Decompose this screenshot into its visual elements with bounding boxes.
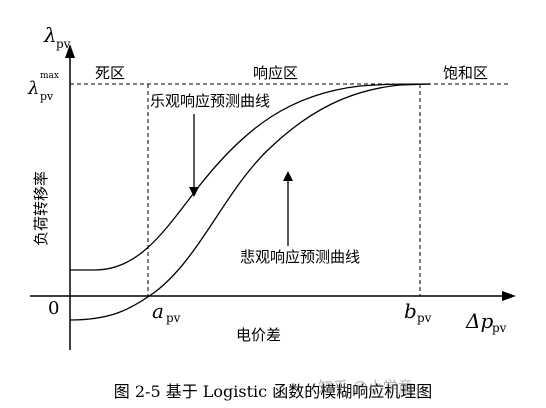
zone-response-label: 响应区: [253, 64, 298, 82]
y-axis-title: 负荷转移率: [32, 171, 50, 246]
x-axis-title: 电价差: [236, 326, 281, 344]
pessimistic-curve: [69, 83, 431, 321]
x-axis-arrow: [502, 291, 516, 301]
optimistic-curve-label: 乐观响应预测曲线: [150, 92, 270, 110]
x-axis-symbol: Δp: [465, 309, 493, 333]
x-axis-subscript: pv: [492, 321, 507, 335]
zone-dead-label: 死区: [95, 64, 125, 82]
origin-label: 0: [48, 298, 59, 319]
pessimistic-curve-label: 悲观响应预测曲线: [240, 248, 360, 266]
b-pv-symbol: b: [404, 299, 417, 323]
a-pv-subscript: pv: [166, 311, 181, 325]
optimistic-curve: [70, 83, 431, 271]
lambda-max-symbol: λ: [27, 78, 39, 99]
y-axis-symbol: λ: [43, 23, 57, 47]
y-axis-arrow: [65, 44, 75, 58]
y-axis-subscript: pv: [56, 37, 71, 51]
b-pv-subscript: pv: [417, 311, 432, 325]
a-pv-symbol: a: [152, 299, 164, 323]
figure-caption: 图 2-5 基于 Logistic 函数的模糊响应机理图: [113, 382, 433, 401]
zone-saturation-label: 饱和区: [443, 64, 488, 82]
lambda-max-subscript: pv: [40, 90, 54, 103]
lambda-max-superscript: max: [40, 71, 59, 81]
